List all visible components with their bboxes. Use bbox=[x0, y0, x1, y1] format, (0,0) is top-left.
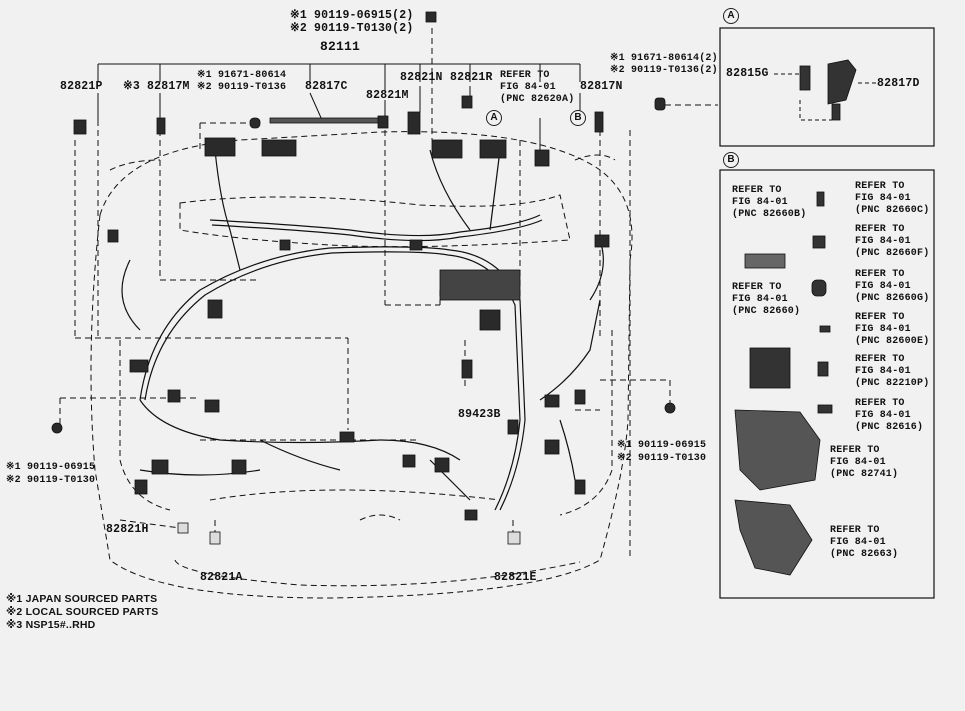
refer-82741-1: REFER TO bbox=[830, 445, 880, 456]
refer-82210P-3: (PNC 82210P) bbox=[855, 378, 930, 389]
bolt-left-label-2: ※2 90119-T0130 bbox=[6, 475, 96, 486]
bolt-right-label-1: ※1 90119-06915 bbox=[617, 440, 707, 451]
inset-a-frame bbox=[719, 27, 935, 147]
callout-b-marker: B bbox=[570, 110, 586, 126]
footnote-local-sourced: ※2 LOCAL SOURCED PARTS bbox=[6, 606, 159, 618]
connector-82821P bbox=[73, 119, 87, 135]
refer-82660C-2: FIG 84-01 bbox=[855, 193, 911, 204]
refer-82616-3: (PNC 82616) bbox=[855, 422, 924, 433]
inset-b-frame bbox=[719, 169, 935, 599]
label-82821A: 82821A bbox=[200, 571, 243, 584]
refer-82660G-2: FIG 84-01 bbox=[855, 281, 911, 292]
label-82821N: 82821N bbox=[400, 71, 443, 84]
refer-82600E-1: REFER TO bbox=[855, 312, 905, 323]
refer-82660B-1: REFER TO bbox=[732, 185, 782, 196]
refer-82620A-2: FIG 84-01 bbox=[500, 82, 556, 93]
label-82821M: 82821M bbox=[366, 89, 409, 102]
refer-82663-3: (PNC 82663) bbox=[830, 549, 899, 560]
label-82817C: 82817C bbox=[305, 80, 348, 93]
refer-82663-2: FIG 84-01 bbox=[830, 537, 886, 548]
label-82821R: 82821R bbox=[450, 71, 493, 84]
footnote-rhd: ※3 NSP15#..RHD bbox=[6, 619, 96, 631]
refer-82600E-2: FIG 84-01 bbox=[855, 324, 911, 335]
connector-group-left bbox=[204, 137, 236, 157]
refer-82210P-2: FIG 84-01 bbox=[855, 366, 911, 377]
inset-a-title: A bbox=[723, 8, 739, 24]
refer-82660-1: REFER TO bbox=[732, 282, 782, 293]
label-clip-left-2: ※2 90119-T0136 bbox=[197, 82, 287, 93]
label-82821H: 82821H bbox=[106, 523, 149, 536]
refer-82620A-3: (PNC 82620A) bbox=[500, 94, 575, 105]
inset-b-title: B bbox=[723, 152, 739, 168]
refer-82616-1: REFER TO bbox=[855, 398, 905, 409]
label-82821P: 82821P bbox=[60, 80, 103, 93]
refer-82660C-1: REFER TO bbox=[855, 181, 905, 192]
refer-82660C-3: (PNC 82660C) bbox=[855, 205, 930, 216]
refer-82620A-1: REFER TO bbox=[500, 70, 550, 81]
label-89423B: 89423B bbox=[458, 408, 501, 421]
connector-82817M bbox=[156, 117, 166, 135]
callout-a-marker: A bbox=[486, 110, 502, 126]
label-clip-right-2: ※2 90119-T0136(2) bbox=[610, 65, 718, 76]
refer-82663-1: REFER TO bbox=[830, 525, 880, 536]
refer-82660-3: (PNC 82660) bbox=[732, 306, 801, 317]
refer-82660F-2: FIG 84-01 bbox=[855, 236, 911, 247]
refer-82660F-1: REFER TO bbox=[855, 224, 905, 235]
refer-82741-3: (PNC 82741) bbox=[830, 469, 899, 480]
bolt-right-label-2: ※2 90119-T0130 bbox=[617, 453, 707, 464]
fastener-top-label-1: ※1 90119-06915(2) bbox=[290, 9, 414, 22]
refer-82660B-3: (PNC 82660B) bbox=[732, 209, 807, 220]
refer-82210P-1: REFER TO bbox=[855, 354, 905, 365]
refer-82660B-2: FIG 84-01 bbox=[732, 197, 788, 208]
label-82817M: ※3 82817M bbox=[123, 80, 190, 93]
refer-82660-2: FIG 84-01 bbox=[732, 294, 788, 305]
label-clip-left-1: ※1 91671-80614 bbox=[197, 70, 287, 81]
inset-a-part-left: 82815G bbox=[726, 67, 769, 80]
footnote-japan-sourced: ※1 JAPAN SOURCED PARTS bbox=[6, 593, 158, 605]
label-clip-right-1: ※1 91671-80614(2) bbox=[610, 53, 718, 64]
bracket-82817C bbox=[269, 117, 381, 124]
refer-82660F-3: (PNC 82660F) bbox=[855, 248, 930, 259]
refer-82741-2: FIG 84-01 bbox=[830, 457, 886, 468]
fastener-top-label-2: ※2 90119-T0130(2) bbox=[290, 22, 414, 35]
inset-a-part-right: 82817D bbox=[877, 77, 920, 90]
refer-82660G-1: REFER TO bbox=[855, 269, 905, 280]
label-82821E: 82821E bbox=[494, 571, 537, 584]
main-pnc-label: 82111 bbox=[320, 39, 361, 54]
label-82817N: 82817N bbox=[580, 80, 623, 93]
bolt-left-label-1: ※1 90119-06915 bbox=[6, 462, 96, 473]
refer-82616-2: FIG 84-01 bbox=[855, 410, 911, 421]
refer-82600E-3: (PNC 82600E) bbox=[855, 336, 930, 347]
clip-91671 bbox=[249, 117, 261, 129]
refer-82660G-3: (PNC 82660G) bbox=[855, 293, 930, 304]
